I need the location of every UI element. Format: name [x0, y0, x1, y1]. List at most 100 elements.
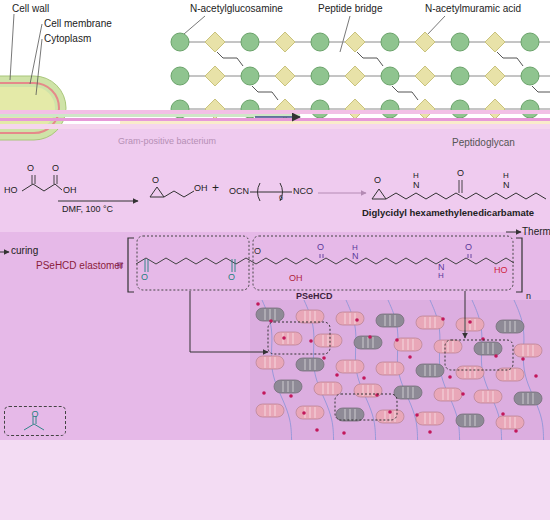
sugar-unit — [205, 66, 278, 100]
capsule-stripe — [323, 383, 324, 394]
double-bond — [459, 180, 462, 193]
double-bond — [32, 175, 57, 184]
segment-capsule — [354, 336, 382, 349]
sugar-unit — [381, 67, 399, 85]
segment-capsule — [376, 362, 404, 375]
atom-label: N — [503, 181, 510, 191]
capsule-stripe — [408, 387, 409, 398]
capsule-stripe — [475, 367, 476, 378]
hydroxyl-label: HO — [494, 266, 508, 276]
capsule-body — [514, 344, 542, 357]
capsule-stripe — [265, 405, 266, 416]
hydrogen-bond-dot — [408, 355, 412, 359]
sugar-unit — [345, 32, 383, 66]
capsule-stripe — [363, 337, 364, 348]
capsule-stripe — [528, 393, 529, 404]
part-label: Cytoplasm — [44, 33, 91, 44]
glucosamine-circle — [381, 67, 399, 85]
muramic-diamond — [345, 32, 365, 52]
hydrogen-bond-dot — [448, 375, 452, 379]
capsule-stripe — [283, 381, 284, 392]
capsule-stripe — [528, 345, 529, 356]
sugar-unit — [171, 33, 189, 51]
capsule-stripe — [510, 321, 511, 332]
leader-line — [10, 14, 14, 80]
segment-capsule — [376, 314, 404, 327]
double-bond — [145, 259, 235, 272]
capsule-body — [496, 368, 524, 381]
hydrogen-bond-dot — [415, 413, 419, 417]
capsule-body — [456, 366, 484, 379]
capsule-stripe — [470, 367, 471, 378]
capsule-body — [474, 342, 502, 355]
capsule-stripe — [515, 417, 516, 428]
segment-capsule — [376, 410, 404, 423]
capsule-stripe — [265, 357, 266, 368]
capsule-stripe — [385, 315, 386, 326]
capsule-body — [296, 358, 324, 371]
capsule-stripe — [488, 391, 489, 402]
capsule-body — [456, 414, 484, 427]
muramic-diamond — [275, 66, 295, 86]
peptide-bridge — [497, 52, 523, 66]
product-name: PSeHCD elastomer — [36, 260, 123, 271]
capsule-stripe — [323, 335, 324, 346]
glucosamine-circle — [521, 100, 539, 118]
sugar-unit — [381, 33, 399, 51]
capsule-stripe — [435, 317, 436, 328]
sugar-unit — [311, 33, 329, 51]
segment-capsule — [336, 360, 364, 373]
atom-label: O — [5, 409, 65, 419]
atom-label: O — [317, 243, 324, 253]
background-band — [0, 440, 550, 520]
dashed-box: O — [4, 406, 66, 436]
segment-capsule — [456, 366, 484, 379]
capsule-body — [416, 364, 444, 377]
double-bond — [320, 254, 471, 258]
segment-capsule — [434, 388, 462, 401]
hydrogen-bond-dot — [262, 391, 266, 395]
capsule-body — [416, 412, 444, 425]
capsule-stripe — [435, 365, 436, 376]
capsule-stripe — [350, 409, 351, 420]
capsule-stripe — [453, 341, 454, 352]
capsule-stripe — [270, 309, 271, 320]
leader-line — [184, 16, 205, 34]
capsule-body — [296, 406, 324, 419]
capsule-stripe — [453, 389, 454, 400]
capsule-body — [394, 338, 422, 351]
muramic-diamond — [275, 32, 295, 52]
leader-line — [340, 16, 350, 52]
segment-capsule — [416, 412, 444, 425]
segment-capsule — [314, 382, 342, 395]
capsule-stripe — [425, 365, 426, 376]
background-band — [0, 232, 550, 440]
glucosamine-circle — [241, 67, 259, 85]
atom-label: O — [52, 164, 59, 174]
capsule-stripe — [443, 341, 444, 352]
segment-capsule — [296, 358, 324, 371]
hydrogen-bond-dot — [428, 430, 432, 434]
sugar-unit — [205, 32, 243, 66]
atom-label: O — [254, 247, 261, 257]
hydrogen-bond-dot — [468, 320, 472, 324]
part-label: Peptide bridge — [318, 3, 383, 14]
capsule-stripe — [310, 359, 311, 370]
capsule-stripe — [448, 341, 449, 352]
hydrogen-bond-dot — [322, 356, 326, 360]
glucosamine-circle — [381, 100, 399, 118]
leader-arrow — [190, 291, 268, 352]
segment-capsule — [456, 318, 484, 331]
capsule-stripe — [305, 359, 306, 370]
condition-text: DMF, 100 °C — [62, 205, 113, 215]
capsule-stripe — [355, 361, 356, 372]
atom-label: N — [352, 252, 359, 262]
glitch-stripe — [0, 124, 550, 129]
muramic-diamond — [205, 66, 225, 86]
repeat-index: n — [526, 292, 531, 302]
hydrogen-bond-dot — [501, 412, 505, 416]
capsule-body — [336, 408, 364, 421]
capsule-stripe — [465, 367, 466, 378]
capsule-stripe — [430, 413, 431, 424]
